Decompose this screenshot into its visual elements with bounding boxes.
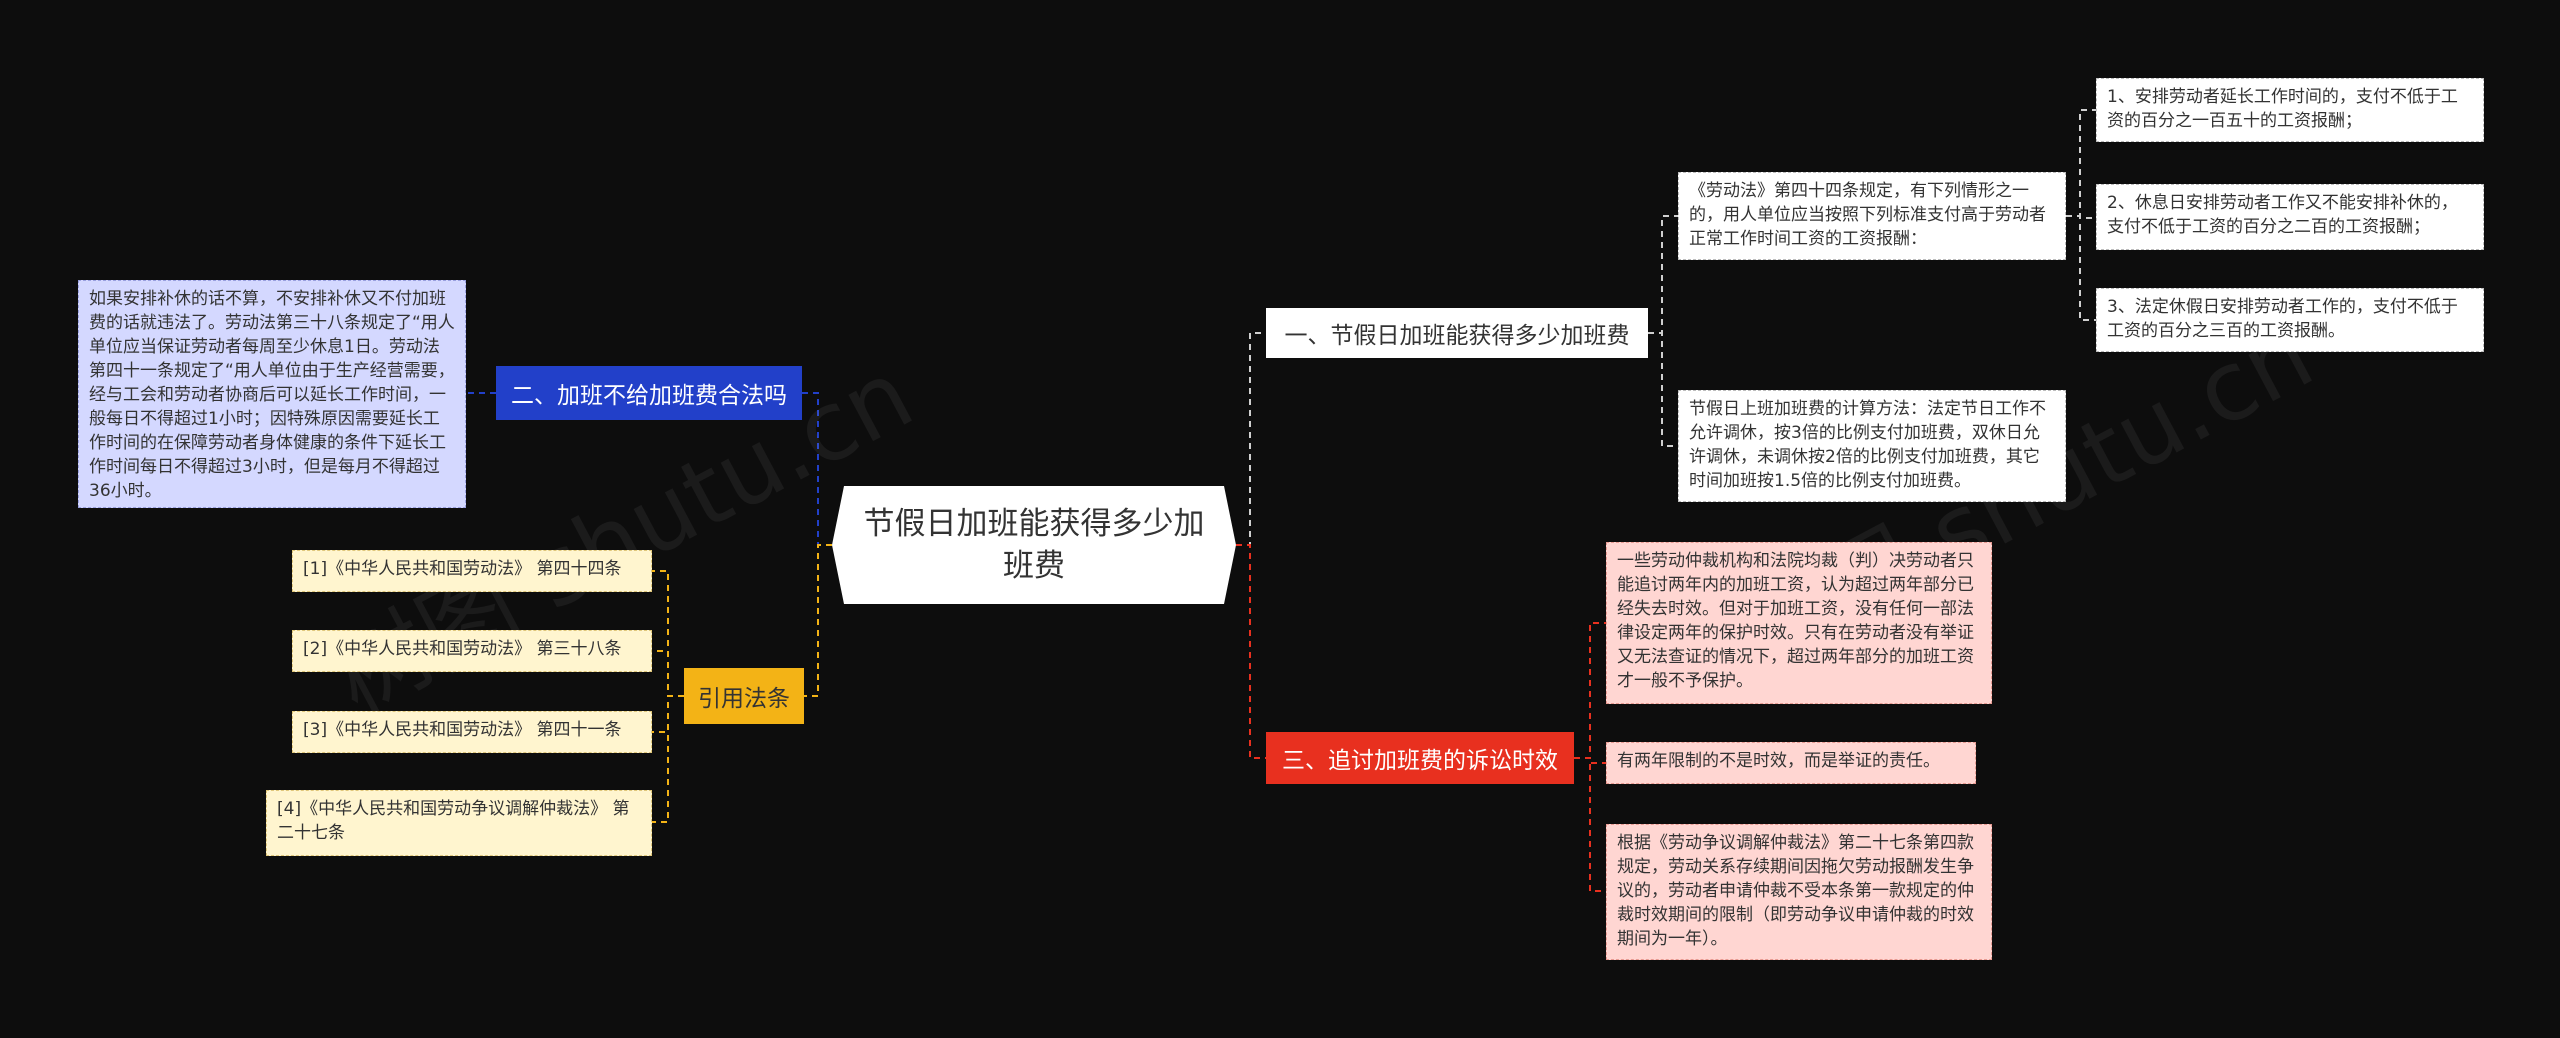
branch-3-leaf-1[interactable]: 一些劳动仲裁机构和法院均裁（判）决劳动者只能追讨两年内的加班工资，认为超过两年部… bbox=[1606, 542, 1992, 704]
leaf-text: 3、法定休假日安排劳动者工作的，支付不低于工资的百分之三百的工资报酬。 bbox=[2107, 297, 2458, 341]
branch-3-leaf-3[interactable]: 根据《劳动争议调解仲裁法》第二十七条第四款规定，劳动关系存续期间因拖欠劳动报酬发… bbox=[1606, 824, 1992, 960]
root-node[interactable]: 节假日加班能获得多少加班费 bbox=[832, 486, 1236, 604]
link-b1-l11 bbox=[1648, 215, 1678, 334]
branch-4-leaf-2[interactable]: [2]《中华人民共和国劳动法》 第三十八条 bbox=[292, 630, 652, 672]
link-root-b3 bbox=[1236, 544, 1266, 759]
leaf-text: 如果安排补休的话不算，不安排补休又不付加班费的话就违法了。劳动法第三十八条规定了… bbox=[89, 289, 455, 501]
leaf-text: [2]《中华人民共和国劳动法》 第三十八条 bbox=[303, 639, 622, 659]
leaf-text: 2、休息日安排劳动者工作又不能安排补休的，支付不低于工资的百分之二百的工资报酬； bbox=[2107, 193, 2458, 237]
link-root-b2 bbox=[802, 392, 832, 546]
root-label: 节假日加班能获得多少加班费 bbox=[863, 506, 1205, 584]
branch-4-leaf-3[interactable]: [3]《中华人民共和国劳动法》 第四十一条 bbox=[292, 711, 652, 753]
branch-3-leaf-2[interactable]: 有两年限制的不是时效，而是举证的责任。 bbox=[1606, 742, 1976, 784]
branch-1-leaf-2[interactable]: 节假日上班加班费的计算方法：法定节日工作不允许调休，按3倍的比例支付加班费，双休… bbox=[1678, 390, 2066, 502]
link-b4-l42 bbox=[652, 650, 684, 697]
leaf-text: 节假日上班加班费的计算方法：法定节日工作不允许调休，按3倍的比例支付加班费，双休… bbox=[1689, 399, 2046, 491]
link-b3-l31 bbox=[1574, 622, 1606, 759]
leaf-text: 有两年限制的不是时效，而是举证的责任。 bbox=[1617, 751, 1940, 771]
branch-2-node[interactable]: 二、加班不给加班费合法吗 bbox=[496, 366, 802, 420]
leaf-text: [1]《中华人民共和国劳动法》 第四十四条 bbox=[303, 559, 622, 579]
branch-2-leaf-1[interactable]: 如果安排补休的话不算，不安排补休又不付加班费的话就违法了。劳动法第三十八条规定了… bbox=[78, 280, 466, 508]
branch-4-leaf-1[interactable]: [1]《中华人民共和国劳动法》 第四十四条 bbox=[292, 550, 652, 592]
link-l11-c bbox=[2066, 215, 2096, 321]
link-b1-l12 bbox=[1648, 332, 1678, 447]
branch-2-label: 二、加班不给加班费合法吗 bbox=[511, 383, 787, 409]
branch-1-label: 一、节假日加班能获得多少加班费 bbox=[1284, 323, 1630, 349]
link-b4-l41 bbox=[652, 570, 684, 697]
branch-3-node[interactable]: 三、追讨加班费的诉讼时效 bbox=[1266, 732, 1574, 784]
branch-1-node[interactable]: 一、节假日加班能获得多少加班费 bbox=[1266, 308, 1648, 358]
link-b4-l44 bbox=[652, 695, 684, 823]
leaf-text: 一些劳动仲裁机构和法院均裁（判）决劳动者只能追讨两年内的加班工资，认为超过两年部… bbox=[1617, 551, 1974, 691]
leaf-text: 1、安排劳动者延长工作时间的，支付不低于工资的百分之一百五十的工资报酬； bbox=[2107, 87, 2458, 131]
leaf-text: 《劳动法》第四十四条规定，有下列情形之一的，用人单位应当按照下列标准支付高于劳动… bbox=[1689, 181, 2046, 249]
branch-1-leaf-1-1[interactable]: 1、安排劳动者延长工作时间的，支付不低于工资的百分之一百五十的工资报酬； bbox=[2096, 78, 2484, 142]
branch-4-label: 引用法条 bbox=[698, 686, 790, 712]
branch-1-leaf-1[interactable]: 《劳动法》第四十四条规定，有下列情形之一的，用人单位应当按照下列标准支付高于劳动… bbox=[1678, 172, 2066, 260]
link-root-b1 bbox=[1236, 332, 1266, 546]
leaf-text: [4]《中华人民共和国劳动争议调解仲裁法》 第二十七条 bbox=[277, 799, 630, 843]
link-root-b4 bbox=[804, 544, 832, 697]
branch-4-leaf-4[interactable]: [4]《中华人民共和国劳动争议调解仲裁法》 第二十七条 bbox=[266, 790, 652, 856]
branch-1-leaf-1-3[interactable]: 3、法定休假日安排劳动者工作的，支付不低于工资的百分之三百的工资报酬。 bbox=[2096, 288, 2484, 352]
link-l11-a bbox=[2066, 109, 2096, 217]
branch-1-leaf-1-2[interactable]: 2、休息日安排劳动者工作又不能安排补休的，支付不低于工资的百分之二百的工资报酬； bbox=[2096, 184, 2484, 250]
branch-4-node[interactable]: 引用法条 bbox=[684, 668, 804, 724]
leaf-text: [3]《中华人民共和国劳动法》 第四十一条 bbox=[303, 720, 622, 740]
leaf-text: 根据《劳动争议调解仲裁法》第二十七条第四款规定，劳动关系存续期间因拖欠劳动报酬发… bbox=[1617, 833, 1974, 949]
link-b3-l33 bbox=[1574, 757, 1606, 892]
branch-3-label: 三、追讨加班费的诉讼时效 bbox=[1282, 748, 1558, 774]
